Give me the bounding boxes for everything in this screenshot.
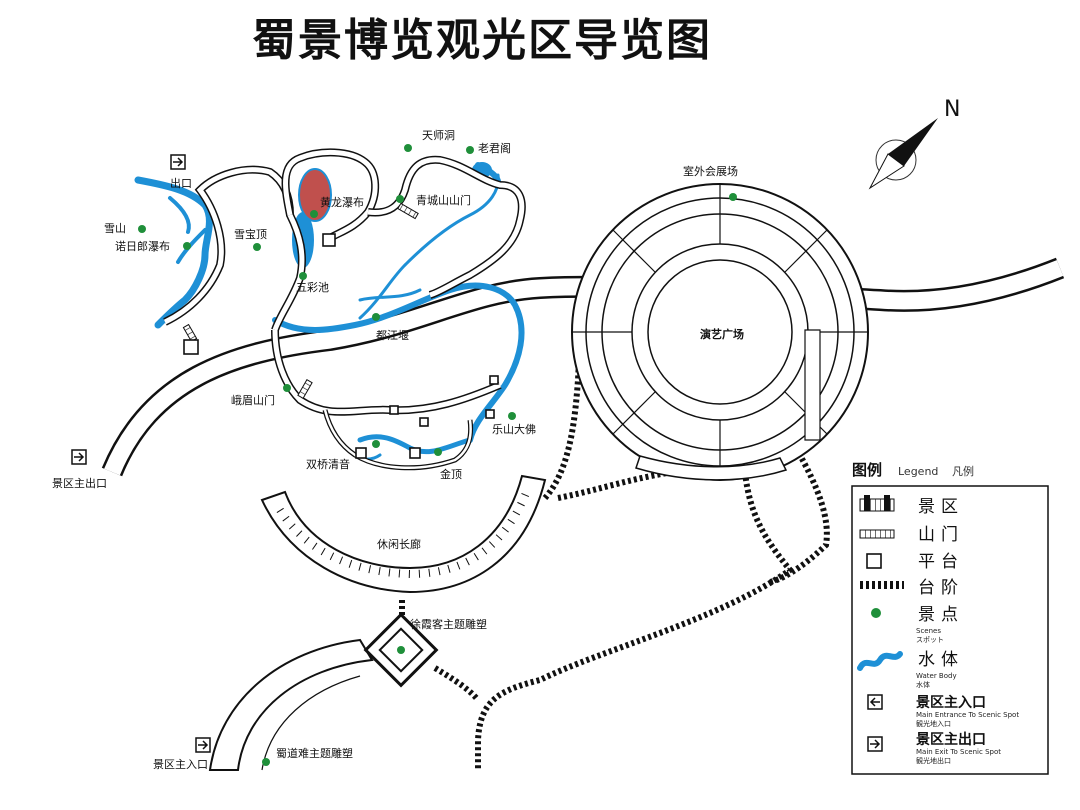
label-emei: 峨眉山门 bbox=[231, 393, 275, 407]
legend-platform-symbol bbox=[866, 553, 882, 569]
map-title: 蜀景博览观光区导览图 bbox=[252, 15, 712, 66]
label-xueshan: 雪山 bbox=[104, 222, 126, 235]
label-huanglong: 黄龙瀑布 bbox=[320, 195, 364, 209]
label-xuxiake: 徐霞客主题雕塑 bbox=[410, 617, 487, 631]
compass-icon: N bbox=[868, 97, 960, 190]
legend-sub-entrance-en: Main Entrance To Scenic Spot bbox=[916, 711, 1019, 719]
legend-label-stairs: 台阶 bbox=[918, 578, 964, 598]
main-exit-icon bbox=[71, 449, 87, 465]
main-road bbox=[101, 257, 1065, 477]
label-shudao: 蜀道难主题雕塑 bbox=[276, 746, 353, 760]
legend-label-exit: 景区主出口 bbox=[916, 731, 986, 748]
legend-entrance-icon bbox=[867, 694, 883, 710]
legend: 图例 Legend 凡例 景区 山门 平台 台阶 景点 Scenes スポット bbox=[851, 461, 1049, 775]
legend-sub-water-jp: 水体 bbox=[916, 680, 930, 689]
legend-sub-spot-jp: スポット bbox=[916, 636, 944, 644]
label-exit-top: 出口 bbox=[170, 176, 192, 190]
legend-spot-symbol bbox=[871, 608, 881, 618]
legend-sub-water-en: Water Body bbox=[916, 672, 957, 680]
legend-heading-en: Legend bbox=[898, 465, 938, 478]
legend-sub-spot-en: Scenes bbox=[916, 627, 941, 635]
legend-label-platform: 平台 bbox=[918, 552, 964, 572]
label-dujiangyan: 都江堰 bbox=[376, 329, 409, 342]
main-entrance-icon bbox=[195, 737, 211, 753]
legend-scenic-area-symbol bbox=[859, 495, 895, 512]
label-yanyi: 演艺广场 bbox=[700, 327, 744, 341]
label-main-exit: 景区主出口 bbox=[52, 476, 107, 490]
legend-label-scenic-area: 景区 bbox=[918, 497, 964, 517]
legend-sub-exit-en: Main Exit To Scenic Spot bbox=[916, 748, 1001, 756]
label-shiwai: 室外会展场 bbox=[683, 164, 738, 178]
label-wucaichi: 五彩池 bbox=[296, 281, 329, 294]
label-xiuxian: 休闲长廊 bbox=[377, 537, 421, 551]
legend-sub-entrance-jp: 観光地入口 bbox=[916, 719, 951, 728]
legend-heading-jp: 凡例 bbox=[952, 464, 974, 478]
label-xuebaoding: 雪宝顶 bbox=[234, 227, 267, 241]
scenic-spots bbox=[138, 144, 737, 766]
legend-label-entrance: 景区主入口 bbox=[916, 694, 986, 711]
scenic-area-paths bbox=[163, 148, 526, 471]
legend-label-water: 水体 bbox=[918, 650, 964, 670]
legend-heading-cn: 图例 bbox=[852, 461, 882, 479]
legend-exit-icon bbox=[867, 736, 883, 752]
label-shuangqiao: 双桥清音 bbox=[306, 457, 350, 471]
label-main-entrance: 景区主入口 bbox=[153, 758, 208, 771]
label-qingcheng: 青城山山门 bbox=[416, 193, 471, 207]
label-leshan: 乐山大佛 bbox=[492, 422, 536, 436]
exit-icon bbox=[170, 154, 186, 170]
label-tianshidong: 天师洞 bbox=[422, 129, 455, 142]
legend-sub-exit-jp: 観光地出口 bbox=[916, 756, 951, 765]
place-labels: 出口 雪山 诺日郎瀑布 雪宝顶 黄龙瀑布 五彩池 天师洞 老君阁 青城山山门 都… bbox=[52, 129, 744, 771]
legend-label-gate: 山门 bbox=[918, 525, 964, 545]
label-jinding: 金顶 bbox=[440, 467, 462, 481]
label-nuorilang: 诺日郎瀑布 bbox=[115, 239, 170, 253]
legend-gate-symbol bbox=[859, 529, 895, 539]
performance-plaza bbox=[571, 183, 869, 481]
legend-water-symbol bbox=[857, 651, 903, 671]
platforms bbox=[183, 233, 499, 459]
leisure-corridor bbox=[260, 474, 547, 594]
huanglong-pools bbox=[298, 168, 332, 222]
label-laojunge: 老君阁 bbox=[478, 141, 511, 155]
compass-letter: N bbox=[944, 97, 960, 122]
legend-label-spot: 景点 bbox=[918, 605, 964, 625]
